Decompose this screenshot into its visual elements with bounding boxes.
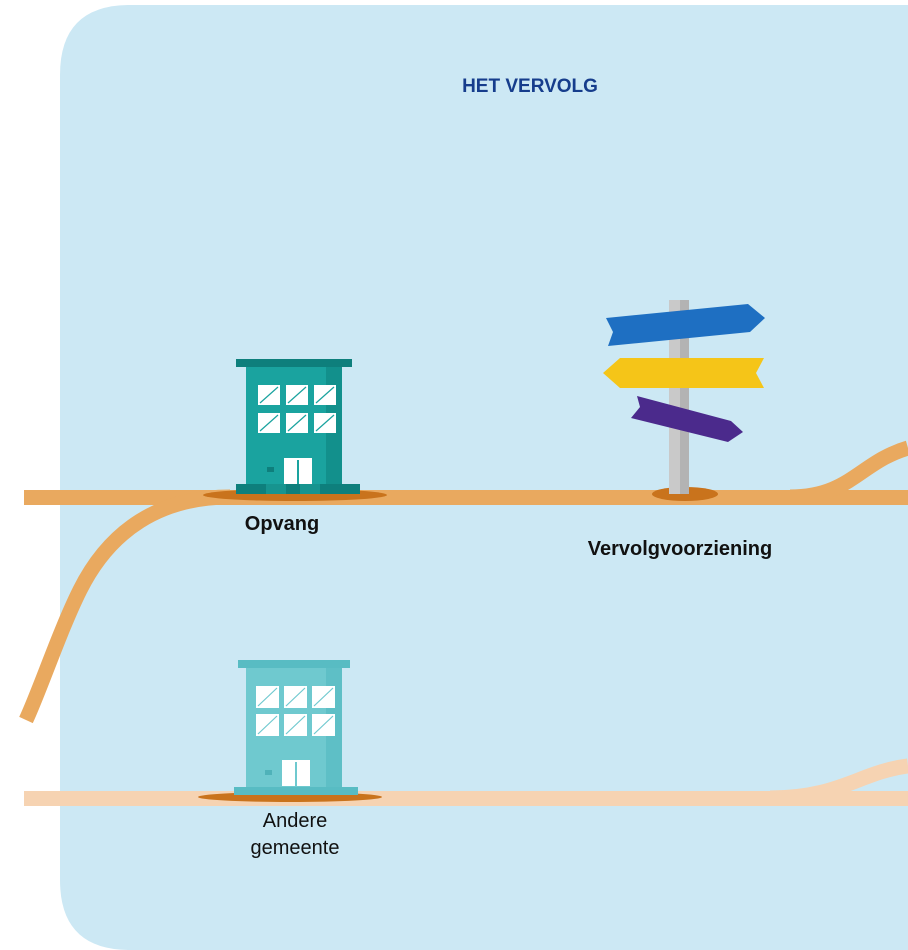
building-icon: [236, 359, 360, 494]
building-light-icon: [234, 660, 358, 795]
node-label-opvang: Opvang: [244, 513, 320, 535]
panel-background: [60, 5, 908, 950]
sign-purple: [631, 396, 743, 442]
node-label-andere-line2: gemeente: [250, 837, 340, 859]
node-label-andere-line1: Andere: [262, 810, 328, 832]
signpost-icon: [603, 300, 765, 494]
sign-yellow: [603, 358, 764, 388]
sign-blue: [606, 304, 765, 346]
diagram-title: HET VERVOLG: [462, 76, 598, 97]
node-label-vervolgvoorziening: Vervolgvoorziening: [587, 538, 773, 560]
node-label-andere-gemeente: Andere gemeente: [220, 808, 370, 862]
